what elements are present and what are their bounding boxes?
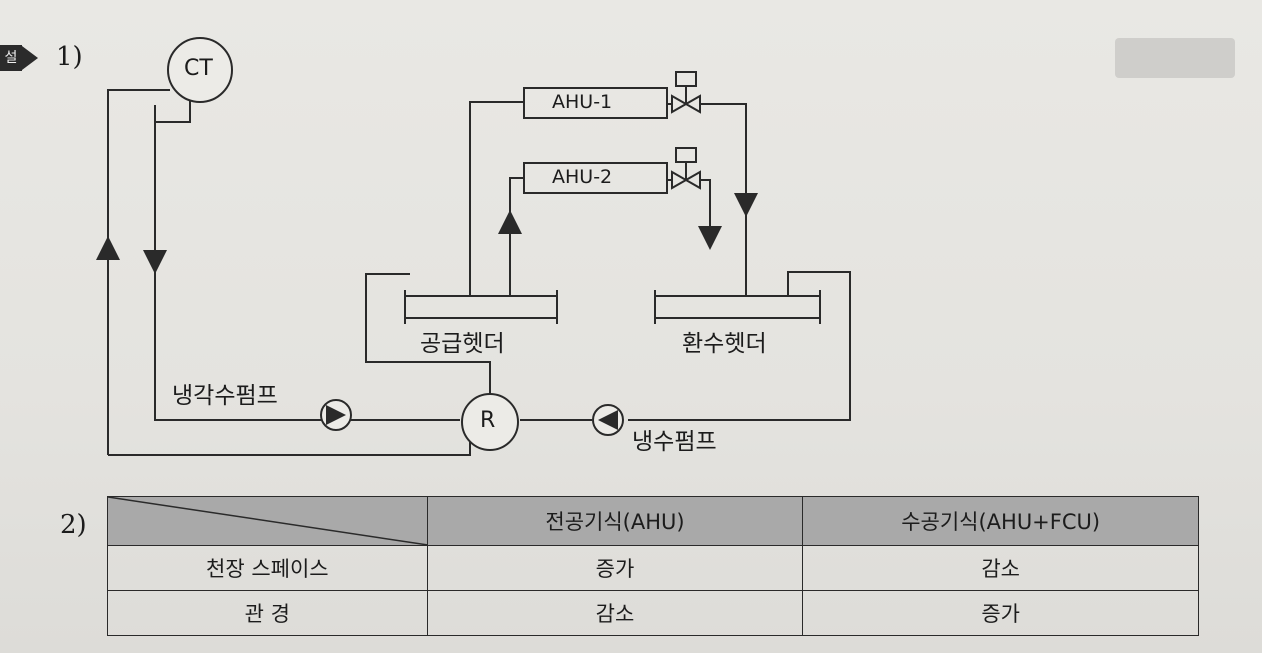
valve2-icon bbox=[671, 170, 701, 190]
ahu2-label: AHU-2 bbox=[552, 166, 613, 188]
row-label: 천장 스페이스 bbox=[107, 545, 428, 591]
table-cell: 증가 bbox=[426, 545, 804, 591]
refrigerator-icon bbox=[461, 393, 519, 451]
chiller-piping-diagram bbox=[96, 37, 851, 456]
table-cell: 증가 bbox=[802, 590, 1199, 636]
ahu2-box bbox=[523, 162, 668, 194]
cooling-tower-label: CT bbox=[184, 56, 213, 81]
return-header-label: 환수헷더 bbox=[682, 331, 767, 357]
ahu1-label: AHU-1 bbox=[552, 91, 613, 113]
row-label: 관 경 bbox=[107, 590, 428, 636]
valve1-icon bbox=[671, 94, 701, 114]
chilled-pump-label: 냉수펌프 bbox=[632, 429, 717, 455]
cooling-water-return-pipe bbox=[154, 105, 460, 421]
riser-to-ahu1 bbox=[469, 101, 524, 296]
comparison-table: 전공기식(AHU) 수공기식(AHU+FCU) 천장 스페이스 증가 감소 관 … bbox=[107, 496, 1199, 636]
supply-header-label: 공급헷더 bbox=[420, 331, 505, 357]
cooling-pump-label: 냉각수펌프 bbox=[172, 383, 278, 409]
ct-outlet-pipe bbox=[155, 100, 191, 123]
part1-label: 1) bbox=[56, 42, 83, 72]
section-marker: 설 bbox=[0, 45, 22, 71]
chilled-supply-pipe bbox=[365, 273, 491, 400]
column-header: 전공기식(AHU) bbox=[426, 496, 804, 546]
table-row: 관 경 감소 증가 bbox=[107, 590, 1199, 636]
section-arrow-icon bbox=[22, 46, 38, 70]
return-from-ahu2 bbox=[700, 179, 711, 240]
cooling-water-lower-pipe bbox=[108, 440, 471, 456]
table-header-row: 전공기식(AHU) 수공기식(AHU+FCU) bbox=[107, 496, 1199, 546]
column-header: 수공기식(AHU+FCU) bbox=[802, 496, 1199, 546]
table-corner bbox=[107, 496, 428, 546]
return-from-ahu1 bbox=[700, 103, 747, 296]
riser-to-ahu2 bbox=[509, 177, 524, 296]
part2-label: 2) bbox=[60, 510, 87, 540]
cooling-water-supply-pipe bbox=[107, 89, 170, 455]
table-cell: 감소 bbox=[802, 545, 1199, 591]
chilled-return-pipe bbox=[628, 271, 851, 421]
table-row: 천장 스페이스 증가 감소 bbox=[107, 545, 1199, 591]
refrigerator-label: R bbox=[480, 408, 496, 433]
ghost-marker bbox=[1115, 38, 1235, 78]
cooling-tower-icon bbox=[167, 37, 233, 103]
table-cell: 감소 bbox=[426, 590, 804, 636]
